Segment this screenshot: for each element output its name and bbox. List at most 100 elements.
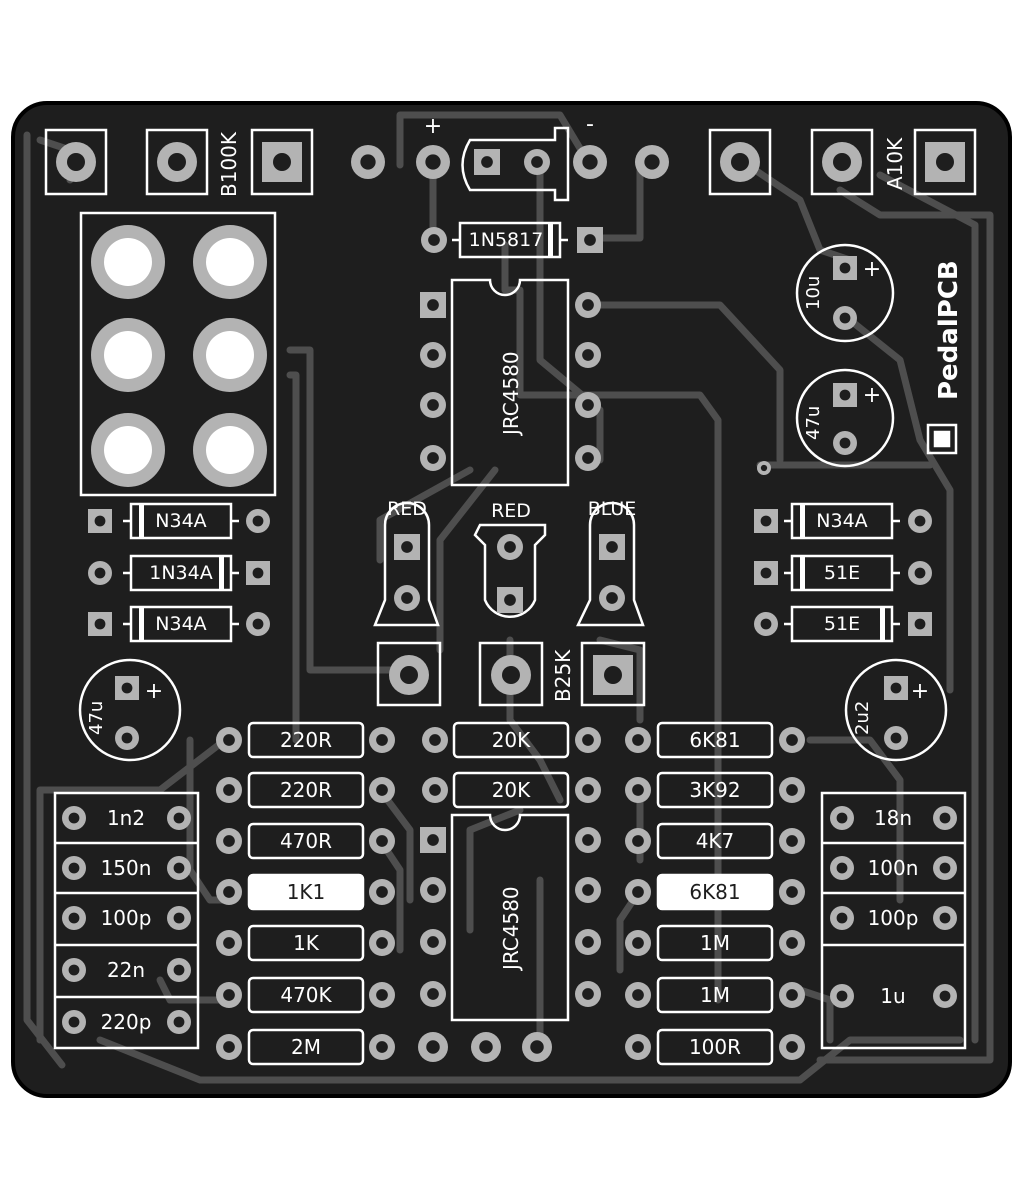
- drill-hole: [173, 964, 185, 976]
- drill-hole: [584, 234, 596, 246]
- drill-hole: [121, 682, 133, 694]
- copper-traces: [23, 111, 994, 1084]
- footswitch-hole: [104, 331, 152, 379]
- drill-hole: [606, 592, 618, 604]
- cap-2u2-label: 2u2: [852, 701, 873, 735]
- resistor-right-label: 100R: [689, 1035, 741, 1059]
- drill-hole: [632, 734, 644, 746]
- component-value-labels: 1N5817N34A1N34AN34AN34A51E51E220R220R470…: [101, 229, 919, 1059]
- drill-hole: [890, 682, 902, 694]
- diode-band: [139, 607, 144, 641]
- resistor-left-label: 470K: [280, 983, 332, 1007]
- drill-hole: [839, 262, 851, 274]
- drill-hole: [68, 912, 80, 924]
- resistor-left-body: [247, 721, 365, 759]
- drill-hole: [890, 732, 902, 744]
- drill-hole: [252, 515, 264, 527]
- drill-hole: [429, 784, 441, 796]
- power-minus-label: -: [586, 112, 594, 137]
- drill-hole: [939, 862, 951, 874]
- drill-hole: [252, 618, 264, 630]
- drill-hole: [632, 886, 644, 898]
- resistor-left-body: [247, 924, 365, 962]
- drill-hole: [94, 515, 106, 527]
- drill-hole: [836, 862, 848, 874]
- drill-hole: [582, 349, 594, 361]
- power-diode-label: 1N5817: [469, 229, 544, 251]
- resistor-left-label: 1K1: [287, 880, 326, 904]
- drill-hole: [839, 312, 851, 324]
- resistor-right-body: [656, 1028, 774, 1066]
- drill-hole: [644, 154, 660, 170]
- drill-hole: [376, 784, 388, 796]
- drill-hole: [504, 541, 516, 553]
- drill-hole: [786, 1041, 798, 1053]
- resistor-left-label: 2M: [291, 1035, 321, 1059]
- drill-hole: [582, 884, 594, 896]
- drill-hole: [833, 153, 851, 171]
- diode-band: [800, 504, 805, 538]
- drill-hole: [223, 784, 235, 796]
- drill-hole: [760, 515, 772, 527]
- resistor-left-label: 470R: [280, 829, 332, 853]
- pot-a10k-label: A10K: [883, 137, 907, 190]
- ic-bottom-outline: [450, 813, 570, 1022]
- diode-band: [880, 607, 885, 641]
- resistor-right-body: [656, 924, 774, 962]
- drill-hole: [173, 912, 185, 924]
- drill-hole: [427, 936, 439, 948]
- led-right-label: BLUE: [588, 498, 637, 520]
- drill-hole: [376, 989, 388, 1001]
- resistor-left-label: 220R: [280, 778, 332, 802]
- drill-hole: [426, 1040, 440, 1054]
- drill-hole: [632, 937, 644, 949]
- drill-hole: [223, 734, 235, 746]
- drill-hole: [360, 154, 376, 170]
- drill-hole: [376, 1041, 388, 1053]
- resistor-right-body: [656, 976, 774, 1014]
- drill-hole: [273, 153, 291, 171]
- drill-hole: [252, 567, 264, 579]
- resistor-left-body: [247, 873, 365, 911]
- cap-right-label: 18n: [874, 806, 912, 830]
- drill-hole: [786, 835, 798, 847]
- resistor-right-label: 6K81: [689, 728, 740, 752]
- cap-10u-label: 10u: [803, 276, 824, 310]
- resistor-left-body: [247, 1028, 365, 1066]
- drill-hole: [786, 784, 798, 796]
- drill-hole: [836, 812, 848, 824]
- resistor-mid-body: [452, 771, 570, 809]
- drill-hole: [223, 835, 235, 847]
- drill-hole: [582, 734, 594, 746]
- solder-pads: [56, 142, 965, 1062]
- diode-left-label: N34A: [155, 510, 206, 532]
- resistor-right-body: [656, 873, 774, 911]
- drill-hole: [400, 666, 418, 684]
- pot-b25k-label: B25K: [551, 649, 575, 702]
- drill-hole: [223, 1041, 235, 1053]
- resistor-right-label: 1M: [700, 931, 730, 955]
- drill-hole: [68, 1016, 80, 1028]
- drill-hole: [939, 990, 951, 1002]
- drill-hole: [223, 937, 235, 949]
- drill-hole: [481, 156, 493, 168]
- brand-logo-text: PedalPCB: [934, 260, 964, 400]
- drill-hole: [173, 812, 185, 824]
- drill-hole: [760, 618, 772, 630]
- cap-47u-top-label: 47u: [803, 406, 824, 440]
- ic-bottom-label: JRC4580: [499, 886, 523, 972]
- resistor-right-label: 1M: [700, 983, 730, 1007]
- footswitch-hole: [206, 238, 254, 286]
- diode-band: [219, 556, 224, 590]
- drill-hole: [376, 734, 388, 746]
- drill-hole: [427, 988, 439, 1000]
- drill-hole: [939, 912, 951, 924]
- cap-left-label: 150n: [101, 856, 152, 880]
- diode-right-label: 51E: [824, 562, 860, 584]
- drill-hole: [760, 464, 768, 472]
- drill-hole: [582, 784, 594, 796]
- diode-band: [548, 223, 553, 257]
- resistor-right-body: [656, 771, 774, 809]
- resistor-right-body: [656, 721, 774, 759]
- drill-hole: [786, 886, 798, 898]
